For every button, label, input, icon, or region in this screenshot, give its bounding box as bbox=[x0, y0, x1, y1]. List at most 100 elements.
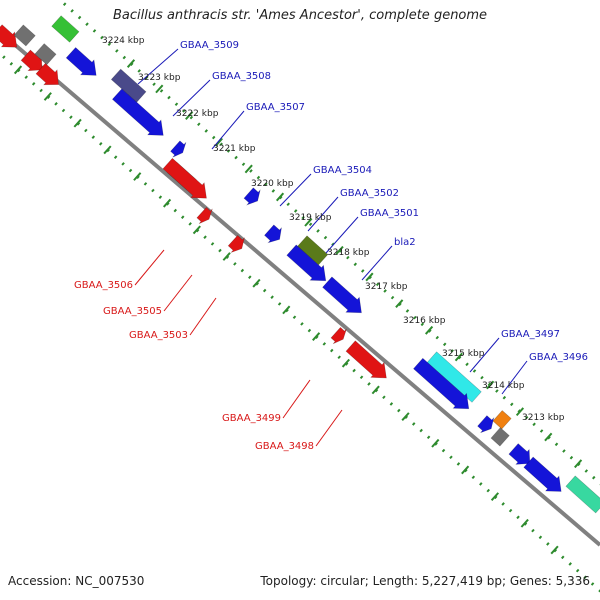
label-leader bbox=[307, 196, 339, 232]
genome-title: Bacillus anthracis str. 'Ames Ancestor',… bbox=[112, 8, 488, 23]
kbp-label: 3213 kbp bbox=[522, 413, 565, 423]
ruler-tick bbox=[486, 380, 495, 390]
gene-arrow bbox=[110, 68, 147, 103]
gene-arrow bbox=[508, 443, 531, 465]
gene-arrow bbox=[264, 224, 282, 244]
gene-features bbox=[0, 15, 600, 514]
kbp-label: 3223 kbp bbox=[138, 73, 181, 83]
gene-arrow bbox=[162, 157, 207, 199]
gene-arrow bbox=[170, 140, 187, 158]
gene-label: GBAA_3506 bbox=[74, 280, 133, 291]
gene-arrow bbox=[477, 415, 495, 433]
kbp-label: 3217 kbp bbox=[365, 282, 408, 292]
ruler-tick bbox=[574, 459, 583, 469]
gene-arrow bbox=[345, 340, 387, 379]
ruler-tick bbox=[515, 407, 525, 417]
ruler-tick bbox=[395, 299, 404, 309]
label-leader bbox=[189, 297, 217, 336]
ruler-tick bbox=[222, 252, 231, 261]
label-leader bbox=[315, 409, 343, 447]
ruler-tick bbox=[133, 172, 142, 181]
gene-arrow bbox=[490, 427, 510, 447]
label-leader bbox=[172, 79, 211, 117]
genome-axis bbox=[0, 30, 600, 547]
gene-arrow bbox=[492, 410, 512, 430]
gene-labels: 3224 kbp 3223 kbp 3222 kbp 3221 kbp 3220 kbp… bbox=[74, 36, 588, 452]
ruler-tick bbox=[155, 84, 164, 94]
kbp-label: 3222 kbp bbox=[176, 109, 219, 119]
ruler-tick bbox=[214, 137, 224, 147]
label-leaders bbox=[134, 48, 528, 447]
kbp-label: 3219 kbp bbox=[289, 213, 332, 223]
ruler-tick bbox=[252, 278, 261, 288]
kbp-label: 3214 kbp bbox=[482, 381, 525, 391]
minus-ruler bbox=[0, 51, 600, 593]
gene-arrow bbox=[426, 351, 482, 403]
gene-label: GBAA_3508 bbox=[212, 71, 271, 82]
ruler-tick bbox=[13, 65, 23, 75]
label-leader bbox=[134, 249, 165, 286]
gene-label: GBAA_3501 bbox=[360, 208, 419, 219]
gene-arrow bbox=[65, 47, 97, 76]
gene-arrow bbox=[111, 88, 164, 136]
ruler-tick bbox=[126, 59, 136, 68]
topology-text: Topology: circular; Length: 5,227,419 bp… bbox=[260, 574, 590, 588]
ruler-tick bbox=[304, 217, 313, 227]
gene-arrow bbox=[227, 234, 245, 254]
kbp-label: 3216 kbp bbox=[403, 316, 446, 326]
ruler-tick bbox=[550, 545, 559, 555]
gene-arrow bbox=[51, 15, 80, 43]
ruler-tick bbox=[335, 245, 344, 255]
kbp-label: 3218 kbp bbox=[327, 248, 370, 258]
gene-arrow bbox=[322, 276, 362, 314]
ruler-tick bbox=[275, 192, 285, 202]
gene-label: GBAA_3505 bbox=[103, 306, 162, 317]
label-leader bbox=[469, 337, 500, 373]
gene-label: GBAA_3509 bbox=[180, 40, 239, 51]
genome-axis-line bbox=[0, 30, 600, 547]
gene-label: bla2 bbox=[394, 237, 416, 248]
kbp-label: 3220 kbp bbox=[251, 179, 294, 189]
ruler-tick bbox=[520, 518, 529, 528]
kbp-label: 3221 kbp bbox=[213, 144, 256, 154]
accession-text: Accession: NC_007530 bbox=[8, 574, 145, 588]
ruler-tick bbox=[401, 412, 410, 421]
gene-arrow bbox=[330, 326, 347, 345]
kbp-label: 3224 kbp bbox=[102, 36, 145, 46]
gene-label: GBAA_3503 bbox=[129, 330, 188, 341]
gene-arrow bbox=[196, 206, 213, 224]
gene-arrow bbox=[0, 24, 18, 48]
gene-arrow bbox=[413, 357, 470, 410]
gene-arrow bbox=[297, 235, 329, 266]
gene-arrow bbox=[35, 62, 59, 86]
label-leader bbox=[361, 245, 393, 281]
gene-label: GBAA_3502 bbox=[340, 188, 399, 199]
gene-arrow bbox=[286, 244, 327, 282]
gene-label: GBAA_3507 bbox=[246, 102, 305, 113]
gene-label: GBAA_3497 bbox=[501, 329, 560, 340]
gene-label: GBAA_3498 bbox=[255, 441, 314, 452]
gene-arrow bbox=[243, 187, 261, 206]
gene-arrow bbox=[34, 43, 57, 66]
gene-arrow bbox=[523, 456, 562, 492]
ruler-tick bbox=[365, 272, 374, 282]
ruler-tick bbox=[490, 492, 500, 502]
ruler-tick bbox=[431, 438, 440, 448]
gene-arrow bbox=[565, 475, 600, 514]
label-leader bbox=[501, 360, 528, 395]
label-leader bbox=[137, 48, 179, 85]
gene-arrow bbox=[13, 24, 36, 47]
ruler-tick bbox=[192, 225, 201, 235]
ruler-tick bbox=[371, 385, 380, 395]
ruler-tick bbox=[162, 198, 172, 208]
gene-label: GBAA_3499 bbox=[222, 413, 281, 424]
ruler-tick bbox=[73, 118, 82, 128]
gene-label: GBAA_3504 bbox=[313, 165, 372, 176]
label-leader bbox=[163, 274, 193, 312]
ruler-tick bbox=[103, 145, 112, 155]
label-leader bbox=[282, 379, 311, 419]
ruler-tick bbox=[185, 111, 194, 120]
kbp-label: 3215 kbp bbox=[442, 349, 485, 359]
gene-label: GBAA_3496 bbox=[529, 352, 588, 363]
